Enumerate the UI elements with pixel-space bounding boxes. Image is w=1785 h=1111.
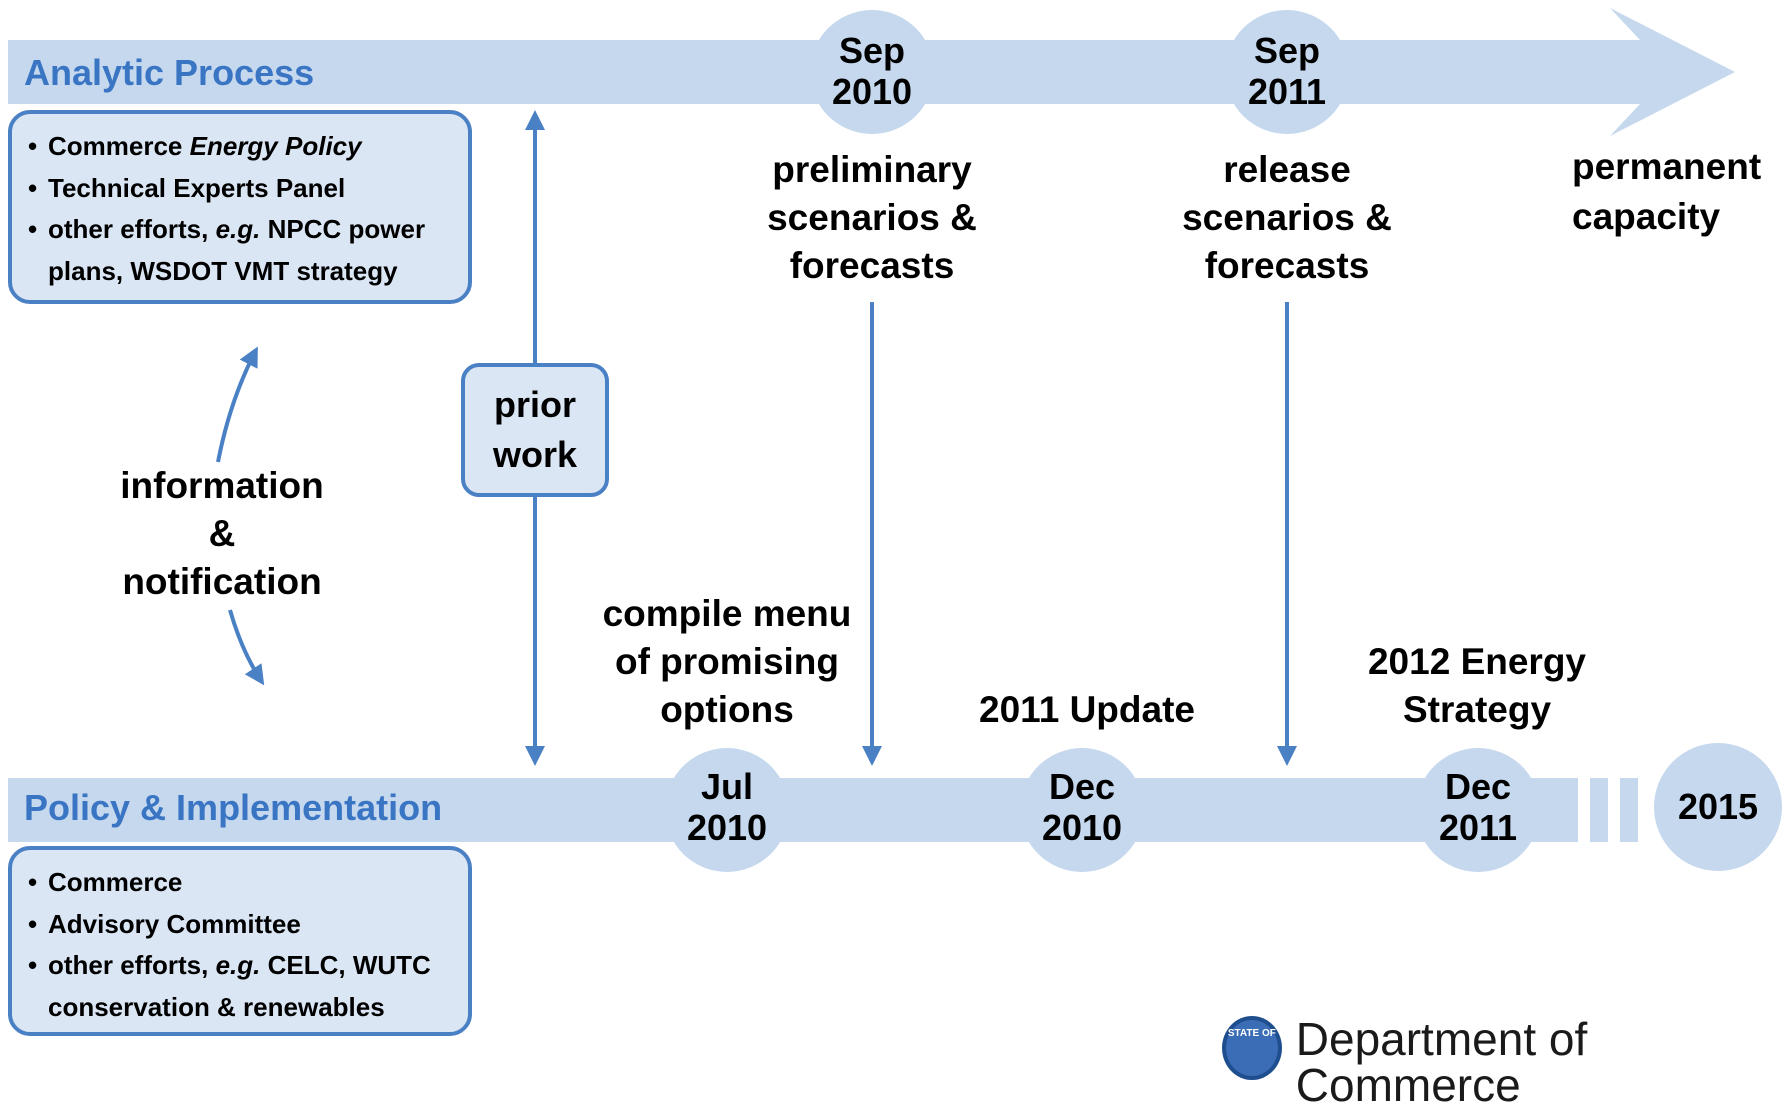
caption-2011-update: 2011 Update bbox=[979, 689, 1195, 730]
milestone-circle-2015 bbox=[1654, 743, 1782, 871]
policy-participants-box: Commerce Advisory Committee other effort… bbox=[8, 846, 472, 1036]
milestone-circle-dec-2010 bbox=[1020, 748, 1144, 872]
ellipsis-bar-2 bbox=[1590, 778, 1608, 842]
analytic-participants-box: Commerce Energy Policy Technical Experts… bbox=[8, 110, 472, 304]
analytic-item-0: Commerce Energy Policy bbox=[28, 126, 454, 168]
ellipsis-bar-1 bbox=[1560, 778, 1578, 842]
policy-item-2: other efforts, e.g. CELC, WUTCconservati… bbox=[28, 945, 454, 1028]
analytic-process-title: Analytic Process bbox=[24, 52, 315, 93]
policy-implementation-title: Policy & Implementation bbox=[24, 787, 443, 828]
milestone-circle-sep-2011 bbox=[1225, 10, 1349, 134]
timeline-diagram bbox=[8, 8, 1782, 872]
logo-text: Department of Commerce bbox=[1295, 1013, 1588, 1111]
policy-item-1: Advisory Committee bbox=[28, 904, 454, 946]
info-curve-arrow-up bbox=[216, 346, 258, 463]
information-notification-label: information&notification bbox=[120, 465, 324, 602]
milestone-circle-jul-2010 bbox=[665, 748, 789, 872]
policy-item-0: Commerce bbox=[28, 862, 454, 904]
milestone-circle-sep-2010 bbox=[810, 10, 934, 134]
state-seal-icon: STATE OF bbox=[1222, 1016, 1282, 1080]
department-logo: STATE OF Department of Commerce bbox=[1222, 1016, 1785, 1108]
analytic-item-1: Technical Experts Panel bbox=[28, 168, 454, 210]
milestone-date-2015: 2015 bbox=[1677, 786, 1759, 827]
info-curve-arrow-down bbox=[228, 609, 265, 686]
ellipsis-bar-3 bbox=[1620, 778, 1638, 842]
milestone-circle-dec-2011 bbox=[1416, 748, 1540, 872]
